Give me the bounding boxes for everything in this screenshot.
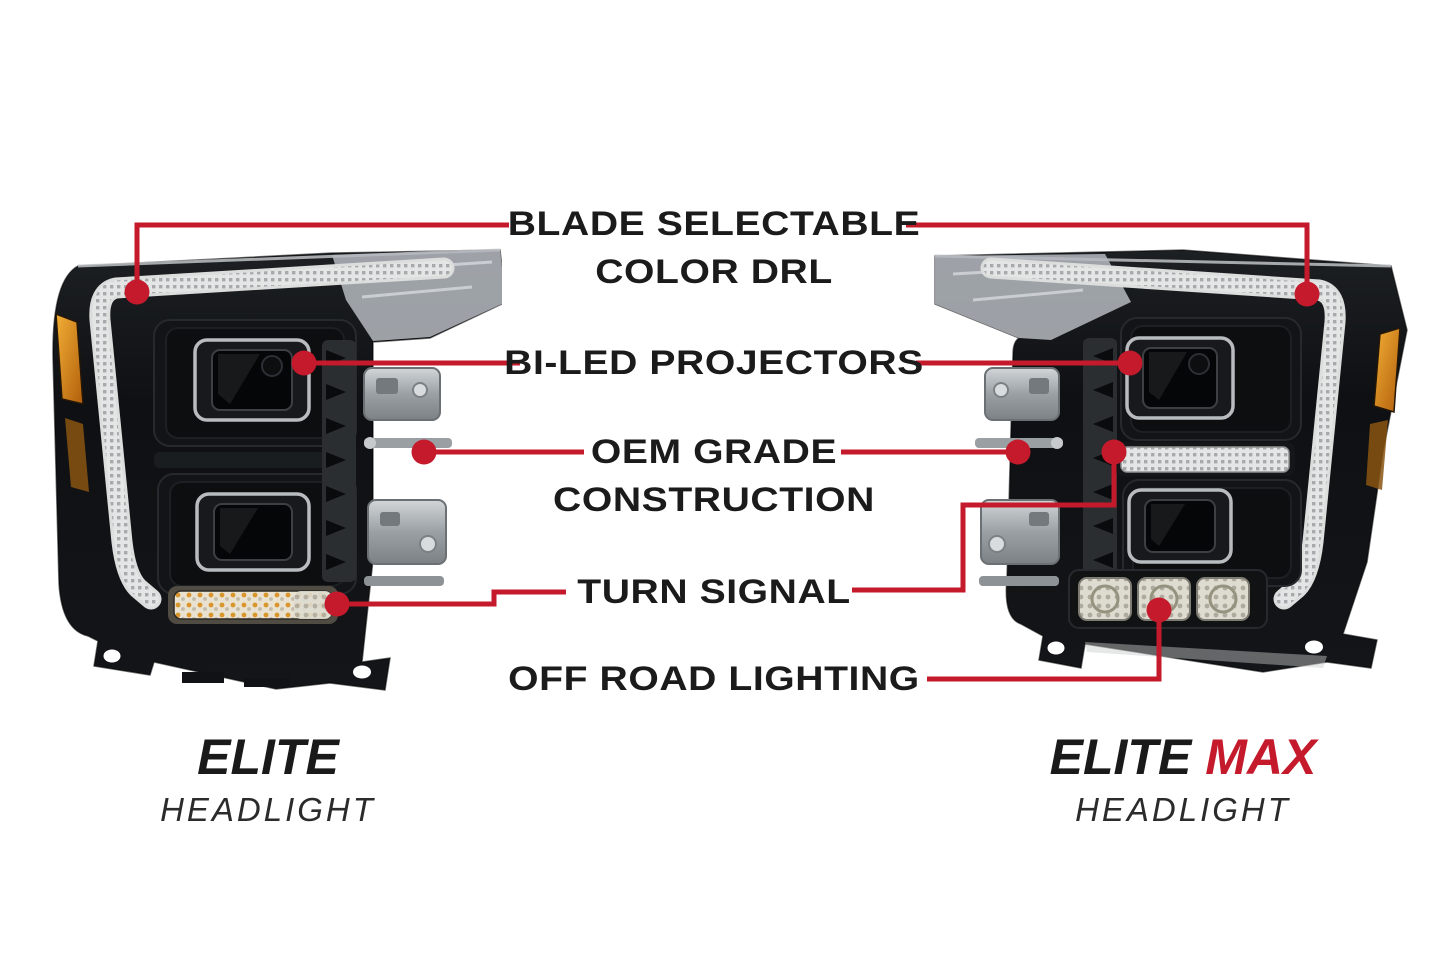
fin-detail-column — [322, 340, 356, 582]
connector-line — [927, 616, 1162, 682]
amber-side-marker — [55, 312, 84, 405]
connector-line — [346, 589, 566, 607]
connector-dot — [324, 591, 350, 617]
drl-light-bar — [980, 257, 1346, 610]
callout-label: CONSTRUCTION — [553, 481, 875, 519]
amber-side-marker-lower — [65, 418, 89, 492]
mid-divider — [154, 452, 356, 468]
connector-line — [134, 222, 509, 282]
elite-headlight-image — [52, 248, 502, 691]
upper-bi-led-projector — [1120, 317, 1302, 441]
callout-label: COLOR DRL — [595, 253, 833, 291]
callout-label: OEM GRADE — [590, 433, 838, 471]
connector-dot — [291, 350, 317, 376]
connector-dot — [124, 279, 150, 305]
callout-label: TURN SIGNAL — [577, 573, 851, 611]
product-subtitle-elite-max: HEADLIGHT — [1075, 791, 1291, 828]
callout-label: BLADE SELECTABLE — [507, 205, 921, 243]
fin-detail-column — [1083, 338, 1117, 580]
connector-line — [852, 458, 1117, 593]
turn-signal-strip — [168, 586, 338, 624]
product-title-block-elite: ELITE HEADLIGHT — [68, 729, 468, 829]
product-title-accent-text: MAX — [1205, 729, 1317, 785]
mounting-brackets — [975, 367, 1063, 586]
amber-side-marker-lower — [1366, 420, 1388, 490]
product-subtitle-elite: HEADLIGHT — [160, 791, 376, 828]
product-title-elite: ELITE — [68, 729, 468, 785]
callout-label: OFF ROAD LIGHTING — [508, 660, 920, 698]
elite-max-headlight-image — [934, 249, 1408, 673]
connector-dot — [1294, 281, 1320, 307]
product-title-block-elite-max: ELITE MAX HEADLIGHT — [983, 729, 1383, 829]
connector-line — [906, 222, 1310, 284]
callout-turn-signal: TURN SIGNAL — [364, 568, 1064, 616]
callout-blade-selectable-color-drl: BLADE SELECTABLE COLOR DRL — [364, 200, 1064, 296]
mid-drl-strip — [1115, 442, 1295, 476]
connector-dot — [411, 439, 437, 465]
mounting-brackets — [363, 367, 452, 586]
product-title-elite-max: ELITE MAX — [983, 729, 1383, 785]
connector-dot — [1146, 597, 1172, 623]
callout-off-road-lighting: OFF ROAD LIGHTING — [364, 655, 1064, 703]
connector-dot — [1005, 439, 1031, 465]
callout-label: BI-LED PROJECTORS — [504, 344, 924, 382]
amber-side-marker — [1373, 326, 1401, 413]
product-title-text: ELITE — [197, 729, 339, 785]
off-road-light-pods — [1068, 569, 1268, 629]
upper-bi-led-projector — [153, 319, 357, 447]
lower-bi-led-projector — [1122, 479, 1302, 587]
callout-oem-grade-construction: OEM GRADE CONSTRUCTION — [364, 428, 1064, 524]
callout-bi-led-projectors: BI-LED PROJECTORS — [364, 339, 1064, 387]
drl-light-bar — [89, 257, 455, 610]
connector-dot — [1101, 439, 1127, 465]
connector-dot — [1117, 350, 1143, 376]
product-title-text: ELITE — [1049, 729, 1192, 785]
